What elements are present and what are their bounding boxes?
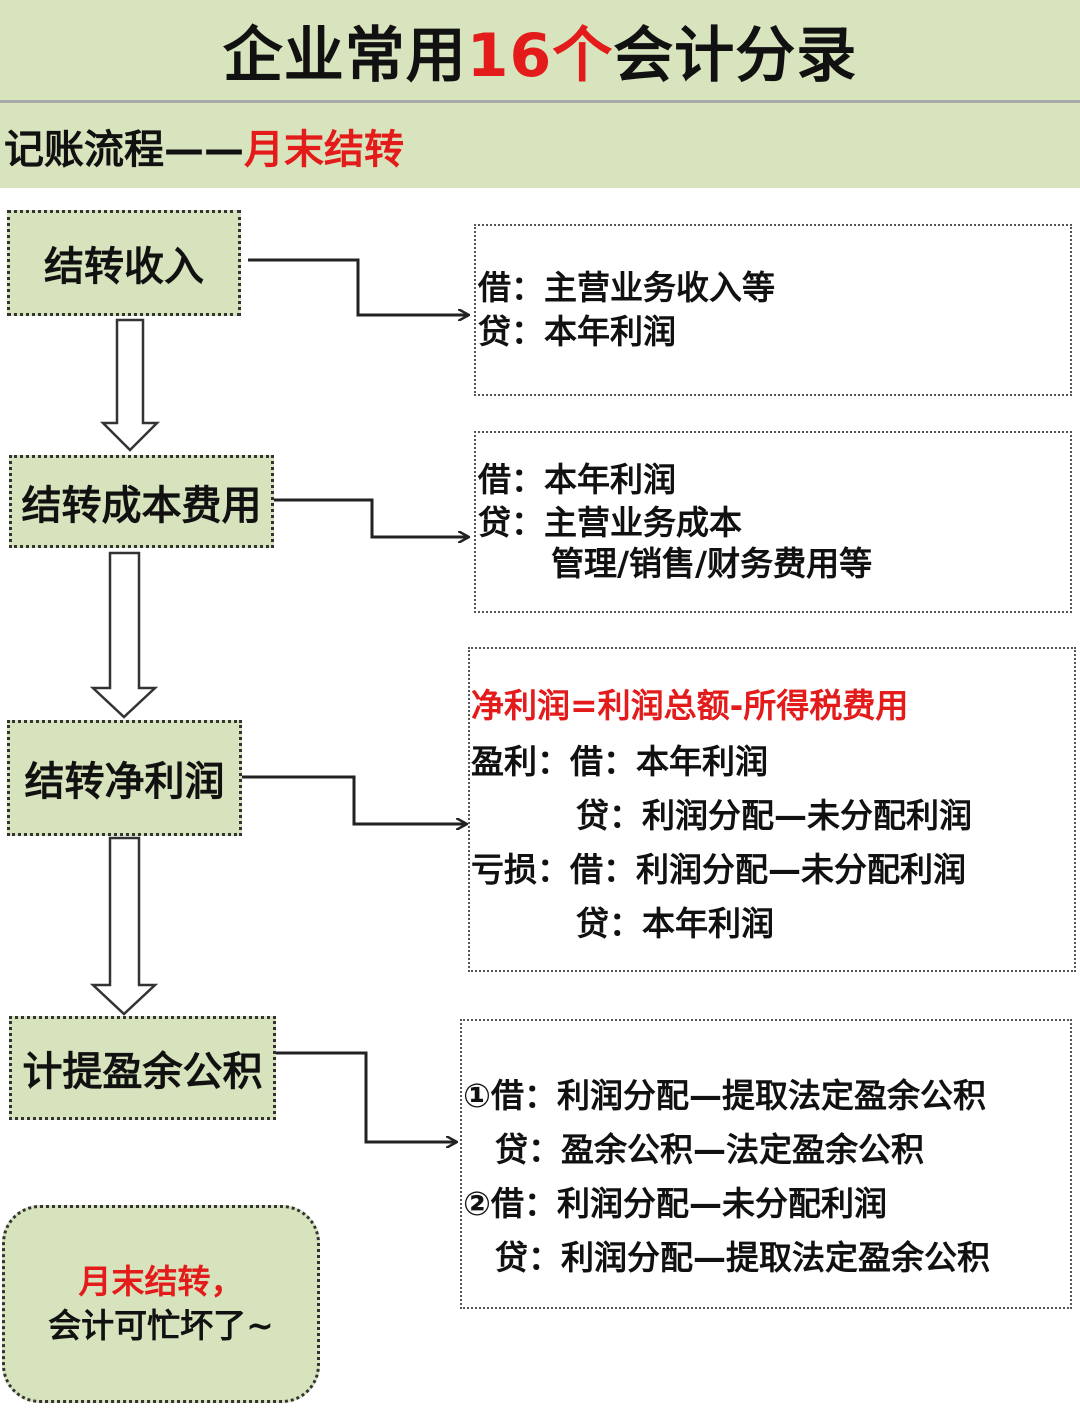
entry-box-net-profit — [468, 647, 1076, 972]
step-net-profit-transfer: 结转净利润 — [7, 720, 242, 836]
entry-box-revenue — [474, 224, 1072, 396]
entry-line: 贷：盈余公积—法定盈余公积 — [495, 1130, 924, 1169]
connector-3 — [242, 775, 466, 824]
entry-box-surplus — [460, 1019, 1072, 1309]
entry-line: ①借：利润分配—提取法定盈余公积 — [463, 1076, 986, 1115]
step-revenue-transfer: 结转收入 — [7, 210, 241, 316]
footer-note: 月末结转， 会计可忙坏了~ — [2, 1205, 320, 1403]
note-text: 会计可忙坏了~ — [48, 1306, 274, 1345]
step-surplus-reserve: 计提盈余公积 — [9, 1016, 276, 1120]
entry-line: 借：本年利润 — [478, 460, 676, 499]
note-highlight: 月末结转， — [78, 1262, 244, 1301]
title-suffix: 会计分录 — [613, 20, 858, 91]
entry-line: 贷：本年利润 — [478, 312, 676, 351]
entry-box-cost — [474, 431, 1072, 613]
entry-line: 盈利：借：本年利润 — [471, 742, 768, 781]
down-arrow-3 — [89, 836, 159, 1016]
entry-line: 亏损：借：利润分配—未分配利润 — [471, 850, 966, 889]
title-prefix: 企业常用 — [222, 20, 467, 91]
step-label: 计提盈余公积 — [22, 1049, 263, 1095]
step-label: 结转收入 — [44, 244, 204, 290]
entry-line: 管理/销售/财务费用等 — [551, 544, 873, 583]
step-label: 结转成本费用 — [21, 482, 262, 529]
connector-4 — [276, 1051, 456, 1142]
connector-1 — [248, 258, 468, 315]
step-label: 结转净利润 — [24, 759, 225, 805]
down-arrow-1 — [99, 318, 161, 452]
entry-line: 贷：主营业务成本 — [478, 503, 742, 542]
title-highlight: 16个 — [466, 20, 614, 91]
section-subtitle: 记账流程——月末结转 — [0, 103, 1080, 188]
entry-line: 贷：利润分配—提取法定盈余公积 — [495, 1238, 990, 1277]
entry-line: 贷：本年利润 — [576, 904, 774, 943]
entry-line: 借：主营业务收入等 — [478, 268, 775, 307]
subtitle-prefix: 记账流程—— — [4, 126, 244, 173]
entry-line: ②借：利润分配—未分配利润 — [463, 1184, 887, 1223]
down-arrow-2 — [89, 551, 159, 719]
entry-line: 贷：利润分配—未分配利润 — [576, 796, 972, 835]
step-cost-transfer: 结转成本费用 — [9, 455, 274, 548]
net-profit-formula: 净利润=利润总额-所得税费用 — [471, 686, 909, 725]
connector-2 — [274, 498, 468, 537]
subtitle-highlight: 月末结转 — [244, 126, 404, 173]
